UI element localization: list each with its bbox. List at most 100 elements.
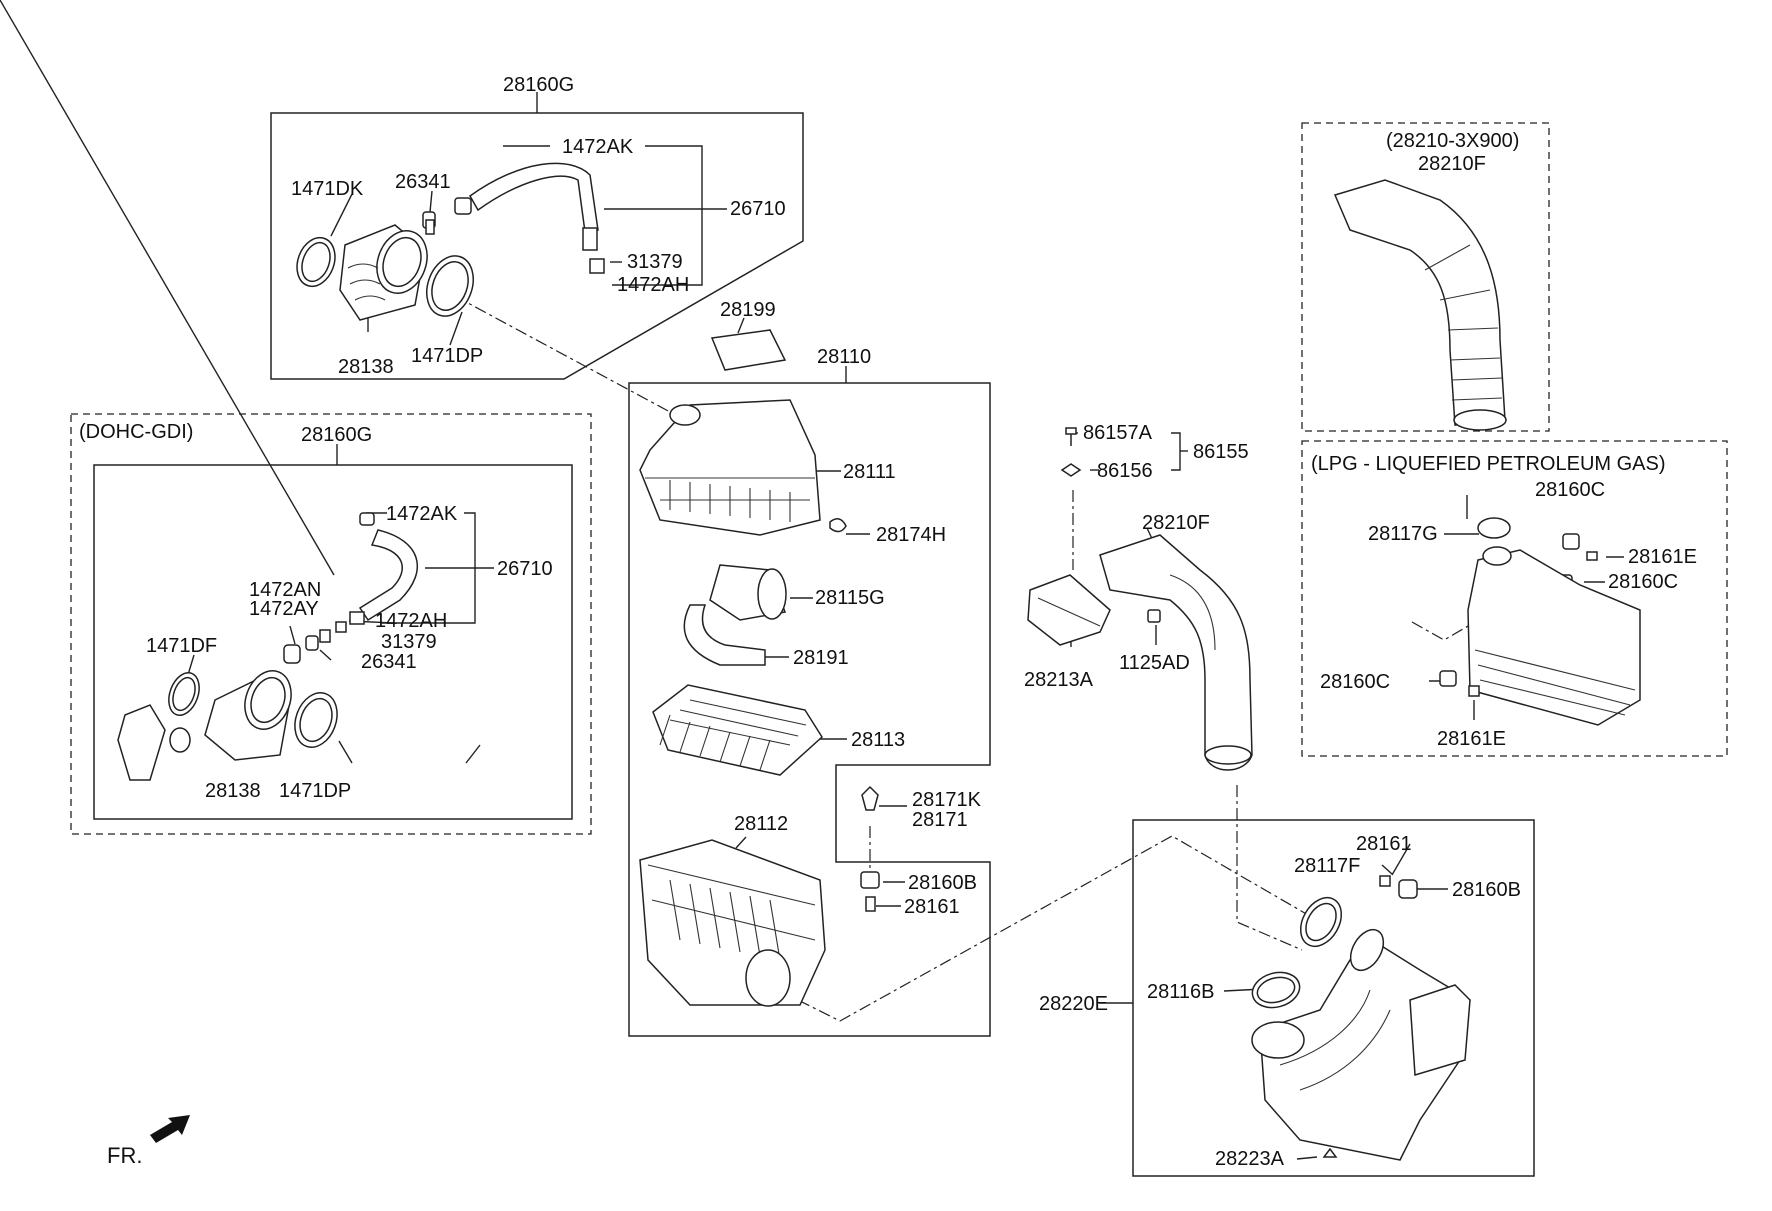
pin-28161E-a xyxy=(1586,551,1598,561)
bolt-86157A xyxy=(1065,427,1077,446)
seal-28116B xyxy=(1251,971,1301,1009)
label-28110: 28110 xyxy=(817,346,871,368)
label-1471DP-top: 1471DP xyxy=(411,345,483,367)
label-28161-right: 28161 xyxy=(1356,833,1412,855)
lower-case-28112 xyxy=(639,839,826,1007)
label-28171: 28171 xyxy=(912,809,968,831)
duct-28213A xyxy=(1027,574,1111,646)
label-1472AH-top: 1472AH xyxy=(617,274,689,296)
label-28112: 28112 xyxy=(734,813,788,835)
label-1472AK-mid: 1472AK xyxy=(386,503,458,525)
label-28160C-c: 28160C xyxy=(1320,671,1390,693)
resonator-lpg xyxy=(1467,546,1641,726)
label-1472AK-top: 1472AK xyxy=(562,136,634,158)
label-28160G-top: 28160G xyxy=(503,74,574,96)
label-28223A: 28223A xyxy=(1215,1148,1285,1170)
clip-28223A xyxy=(1322,1147,1338,1158)
label-28220E: 28220E xyxy=(1039,993,1108,1015)
label-28199: 28199 xyxy=(720,299,776,321)
label-28160G-mid: 28160G xyxy=(301,424,372,446)
label-28210F-mid: 28210F xyxy=(1142,512,1210,534)
hose-28191 xyxy=(683,604,766,666)
connection-lines xyxy=(454,295,1476,1022)
grommet-28160C-a xyxy=(1562,533,1580,550)
label-28117G: 28117G xyxy=(1368,523,1438,545)
label-31379-mid: 31379 xyxy=(381,631,437,653)
label-28160C-a: 28160C xyxy=(1535,479,1605,501)
fitting-26341-mid xyxy=(305,621,347,651)
pin-28161-right xyxy=(1379,875,1391,887)
box-28110 xyxy=(628,382,991,1037)
box-28160G-mid xyxy=(93,464,573,820)
label-28174H: 28174H xyxy=(876,524,946,546)
label-1472AY: 1472AY xyxy=(249,598,319,620)
clamp-1471DP-mid xyxy=(294,692,338,748)
label-28116B: 28116B xyxy=(1147,981,1214,1003)
label-28113: 28113 xyxy=(851,729,905,751)
leader-lines xyxy=(0,0,1624,1160)
label-28210-3X900: (28210-3X900) xyxy=(1386,130,1519,152)
grommet-28171K xyxy=(861,785,879,811)
pin-28161E-b xyxy=(1468,685,1480,697)
grommet-28160B-right xyxy=(1398,879,1418,899)
breather-hose-26710-mid xyxy=(349,512,418,625)
label-28171K: 28171K xyxy=(912,789,982,811)
label-28213A: 28213A xyxy=(1024,669,1094,691)
label-lpg: (LPG - LIQUEFIED PETROLEUM GAS) xyxy=(1311,453,1666,475)
label-1472AH-mid: 1472AH xyxy=(375,610,447,632)
clip-28174H xyxy=(829,518,847,533)
grommet-28160B-left xyxy=(860,871,880,889)
label-28115G: 28115G xyxy=(815,587,885,609)
box-28220E xyxy=(1132,819,1535,1177)
fitting-26341-top xyxy=(422,211,436,235)
box-3X900 xyxy=(1301,122,1550,432)
cap-28117G xyxy=(1477,517,1511,539)
hose-28210F-mid xyxy=(1099,534,1253,771)
clamp-1471DP-top xyxy=(426,255,474,317)
label-28160B-right: 28160B xyxy=(1452,879,1521,901)
label-28138-mid: 28138 xyxy=(205,780,261,802)
bolt-1125AD xyxy=(1147,609,1161,623)
label-1472AN: 1472AN xyxy=(249,579,321,601)
elbow-28138-mid xyxy=(204,670,292,761)
clip-86156 xyxy=(1060,463,1082,477)
breather-hose-26710-top xyxy=(454,162,599,251)
label-26341-mid: 26341 xyxy=(361,651,417,673)
clip-31379-top xyxy=(589,258,605,274)
label-dohc-gdi: (DOHC-GDI) xyxy=(79,421,193,443)
label-28160B-left: 28160B xyxy=(908,872,977,894)
label-26710-top: 26710 xyxy=(730,198,786,220)
filter-28113 xyxy=(652,684,823,776)
box-28160G-top xyxy=(270,112,804,380)
label-31379-top: 31379 xyxy=(627,251,683,273)
pin-28161-left xyxy=(865,896,876,912)
label-28111: 28111 xyxy=(843,461,896,483)
label-front: FR. xyxy=(107,1143,142,1168)
label-1471DK: 1471DK xyxy=(291,178,364,200)
gasket-28199 xyxy=(710,329,787,371)
label-28138-top: 28138 xyxy=(338,356,394,378)
label-1471DP-mid: 1471DP xyxy=(279,780,351,802)
clamp-1471DF xyxy=(168,672,200,716)
label-86156: 86156 xyxy=(1097,460,1153,482)
box-dohc-outer xyxy=(70,413,592,835)
label-1125AD: 1125AD xyxy=(1119,652,1190,674)
cover-28111 xyxy=(639,399,821,536)
label-28160C-b: 28160C xyxy=(1608,571,1678,593)
label-28161E-b: 28161E xyxy=(1437,728,1506,750)
label-86155: 86155 xyxy=(1193,441,1249,463)
duct-28115G xyxy=(709,564,787,621)
label-28161E-a: 28161E xyxy=(1628,546,1697,568)
fitting-1472AN xyxy=(283,644,301,664)
resonator-28220E xyxy=(1251,928,1471,1161)
label-28191: 28191 xyxy=(793,647,849,669)
label-26710-mid: 26710 xyxy=(497,558,553,580)
seal-28117F xyxy=(1299,897,1343,947)
label-86157A: 86157A xyxy=(1083,422,1153,444)
front-arrow-icon xyxy=(150,1115,190,1143)
intake-hose-28138-top xyxy=(339,224,428,321)
duct-end-mid xyxy=(117,704,191,781)
box-lpg xyxy=(1301,440,1728,757)
label-28161-left: 28161 xyxy=(904,896,960,918)
